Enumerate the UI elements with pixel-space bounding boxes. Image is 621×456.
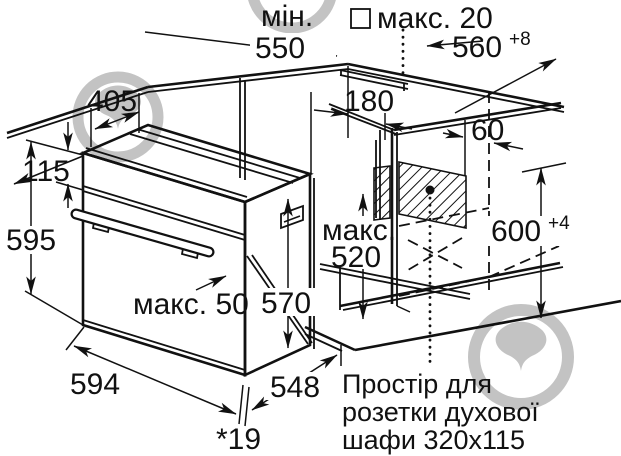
oven-top-rim xyxy=(85,147,248,198)
dimension-labels: мін. 550 макс. 20 560 +8 405 115 595 180… xyxy=(6,0,570,456)
niche-corner-detail xyxy=(396,305,411,313)
dim-ext-115 xyxy=(55,181,84,191)
dim-label-594: 594 xyxy=(70,368,120,401)
dim-tick-19-left xyxy=(238,384,244,425)
dim-arrow-60-right xyxy=(493,141,524,152)
niche-hidden-bottom-2 xyxy=(488,245,560,278)
dim-label-180: 180 xyxy=(344,85,394,118)
oven-front-face xyxy=(81,151,247,377)
watermark-logo-bottom-right xyxy=(468,304,574,410)
oven-side-face xyxy=(243,172,312,378)
dim-leader-max-50 xyxy=(195,275,227,291)
dim-label-570: 570 xyxy=(261,287,311,320)
oven-handle xyxy=(70,208,215,260)
dim-label-max-20: макс. 20 xyxy=(377,2,493,35)
watermark-logo-top-center xyxy=(248,0,336,34)
left-wall-edge-inner xyxy=(6,91,149,139)
control-panel-line-2 xyxy=(82,190,246,241)
label-bg-595 xyxy=(4,226,56,254)
countertop-front-edge xyxy=(147,62,349,89)
dim-label-548: 548 xyxy=(270,371,320,404)
niche-hidden-cross-2 xyxy=(407,237,463,271)
socket-area-hatch-sliver xyxy=(373,165,391,221)
dim-ext-594 xyxy=(65,326,85,351)
floor-line-left xyxy=(304,325,356,352)
oven-door-bottom-inner xyxy=(82,319,246,371)
floor-line-right xyxy=(354,299,621,352)
label-bg-548 xyxy=(266,372,324,400)
niche-bottom-side-2 xyxy=(319,268,471,300)
cabinet-niche xyxy=(304,92,621,368)
control-panel-line-1 xyxy=(82,185,246,236)
dim-label-600-tolerance: +4 xyxy=(548,213,570,234)
dim-line-405 xyxy=(94,111,140,130)
socket-note-line-2: розетки духової xyxy=(342,397,539,427)
socket-note: Простір для розетки духової шафи 320x115 xyxy=(342,369,539,455)
hob-square-symbol xyxy=(350,8,371,29)
floor-line-inner xyxy=(304,333,343,352)
dim-label-max-520-word: макс. xyxy=(322,214,396,247)
socket-note-line-3: шафи 320x115 xyxy=(342,425,525,455)
label-bg-550 xyxy=(250,33,336,61)
dim-label-595: 595 xyxy=(6,224,56,257)
niche-hidden-bottom-1 xyxy=(398,276,490,297)
watermark-glyph xyxy=(95,85,141,129)
watermark-glyph xyxy=(495,321,547,371)
cabinet-front-top-1 xyxy=(393,101,562,132)
dim-arrow-550-left xyxy=(13,155,84,185)
label-bg-600 xyxy=(486,216,586,246)
left-wall-edge xyxy=(6,85,149,135)
niche-600-top-tick xyxy=(521,162,567,173)
hob-cutout-top xyxy=(339,69,409,85)
socket-note-line-1: Простір для xyxy=(342,369,492,399)
dim-label-star-19: *19 xyxy=(216,423,261,456)
dim-label-max-520-value: 520 xyxy=(331,241,381,274)
oven-top-face xyxy=(79,123,314,204)
dim-label-405: 405 xyxy=(87,85,137,118)
dim-line-560 xyxy=(454,58,557,114)
dim-label-560-tolerance: +8 xyxy=(509,29,531,50)
niche-hidden-cross-1 xyxy=(407,239,463,269)
countertop-front-edge-inner xyxy=(147,68,349,93)
label-bg-570 xyxy=(257,288,319,316)
dim-label-600: 600 xyxy=(491,215,541,248)
handle-bar-fill xyxy=(72,210,213,256)
niche-hidden-shelf xyxy=(398,207,490,227)
dim-arrow-180-right xyxy=(385,122,413,133)
countertop xyxy=(6,28,565,139)
dim-label-max-50: макс. 50 xyxy=(133,288,249,321)
countertop-depth-edge xyxy=(347,62,565,109)
dim-label-550: 550 xyxy=(255,32,305,65)
dim-tick-19-right xyxy=(244,386,250,427)
niche-bottom-front-2 xyxy=(342,266,564,311)
side-vent-slot xyxy=(280,204,304,230)
hob-cutout-bottom xyxy=(339,74,409,90)
oven xyxy=(70,78,315,378)
socket-dot xyxy=(425,185,435,195)
socket-area-hatch xyxy=(398,161,467,229)
oven-top-recess-line-1 xyxy=(129,133,294,184)
dim-arrow-60-left xyxy=(442,128,464,139)
dim-line-594 xyxy=(73,345,237,415)
dim-ext-595-top xyxy=(25,139,84,156)
cabinet-front-top-2 xyxy=(393,107,562,136)
dim-label-560: 560 xyxy=(452,31,502,64)
countertop-depth-edge-inner xyxy=(347,68,565,113)
dim-label-min: мін. xyxy=(261,0,313,33)
oven-top-recess-line-2 xyxy=(136,128,301,179)
watermark-ring xyxy=(468,304,574,410)
watermark-ring xyxy=(248,0,336,34)
dim-leader-560 xyxy=(426,39,484,50)
niche-bottom-side-1 xyxy=(319,263,471,295)
dim-arrow-180-left xyxy=(313,107,349,117)
dim-label-60: 60 xyxy=(471,114,504,147)
dim-ext-595-bottom xyxy=(24,290,84,326)
dim-label-115: 115 xyxy=(22,155,70,188)
